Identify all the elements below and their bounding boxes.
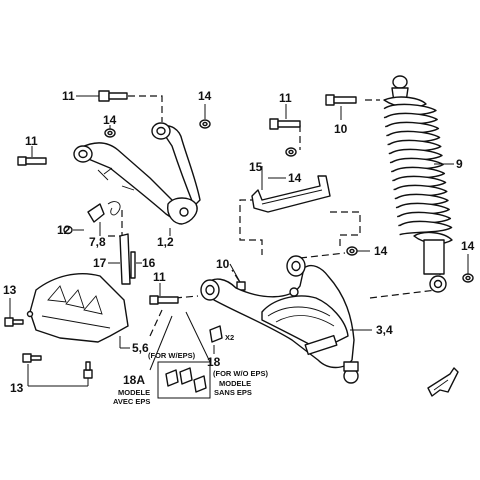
callout-7-8: 7,8 xyxy=(89,235,106,249)
bolt-11-left xyxy=(17,156,47,166)
bolt-13-top xyxy=(4,317,24,327)
nut-14-bracket xyxy=(285,147,297,157)
callout-1-2: 1,2 xyxy=(157,235,174,249)
callout-13: 13 xyxy=(3,283,17,297)
part-17-clip xyxy=(119,233,131,285)
callout-14: 14 xyxy=(374,244,388,258)
callout-11: 11 xyxy=(25,134,38,148)
callout-labels: 11 14 14 11 11 10 9 15 14 12 7,8 1,2 17 … xyxy=(3,89,475,406)
note-avec-eps: AVEC EPS xyxy=(113,397,150,406)
callout-14: 14 xyxy=(288,171,302,185)
callout-17: 17 xyxy=(93,256,107,270)
callout-10: 10 xyxy=(216,257,230,271)
leader-lines xyxy=(9,95,469,387)
part-16-rod xyxy=(130,251,136,279)
callout-11: 11 xyxy=(279,91,292,105)
note-for-wo-eps: (FOR W/O EPS) xyxy=(213,369,269,378)
bracket-15 xyxy=(251,175,331,213)
callout-13: 13 xyxy=(10,381,24,395)
nut-14-top xyxy=(199,119,211,129)
front-arrow-icon xyxy=(427,367,459,397)
bolt-11-mid xyxy=(269,118,301,130)
lower-control-arm xyxy=(200,255,359,384)
skid-plate-5-6 xyxy=(26,273,129,343)
upper-control-arm xyxy=(73,122,201,225)
nut-14-mid xyxy=(346,246,358,256)
bolt-10-top xyxy=(325,94,357,106)
callout-18: 18 xyxy=(207,355,221,369)
callout-9: 9 xyxy=(456,157,463,171)
nut-12 xyxy=(63,225,73,235)
bolt-13-bottom xyxy=(22,353,93,379)
callout-x2: X2 xyxy=(225,333,234,342)
callout-16: 16 xyxy=(142,256,156,270)
coil-spring-shock-9 xyxy=(383,75,453,293)
callout-14: 14 xyxy=(198,89,212,103)
callout-10: 10 xyxy=(334,122,348,136)
note-sans-eps: SANS EPS xyxy=(214,388,252,397)
callout-18a: 18A xyxy=(123,373,145,387)
callout-3-4: 3,4 xyxy=(376,323,393,337)
note-modele-sans: MODELE xyxy=(219,379,251,388)
note-modele-avec: MODELE xyxy=(118,388,150,397)
callout-5-6: 5,6 xyxy=(132,341,149,355)
callout-11: 11 xyxy=(153,270,166,284)
callout-14: 14 xyxy=(461,239,475,253)
nut-14-upper-arm xyxy=(104,128,116,138)
callout-11: 11 xyxy=(62,89,75,103)
cotter-pin-7-8 xyxy=(87,201,121,223)
bolt-11-lower xyxy=(149,295,179,305)
spring-coil xyxy=(399,220,453,236)
callout-15: 15 xyxy=(249,160,263,174)
note-for-w-eps: (FOR W/EPS) xyxy=(148,351,196,360)
bushing-18 xyxy=(209,325,223,343)
bolt-11-top xyxy=(98,90,128,102)
bushing-kit-18a-box xyxy=(157,361,211,399)
callout-14: 14 xyxy=(103,113,117,127)
callout-12: 12 xyxy=(57,223,71,237)
nut-14-shock xyxy=(462,273,474,283)
